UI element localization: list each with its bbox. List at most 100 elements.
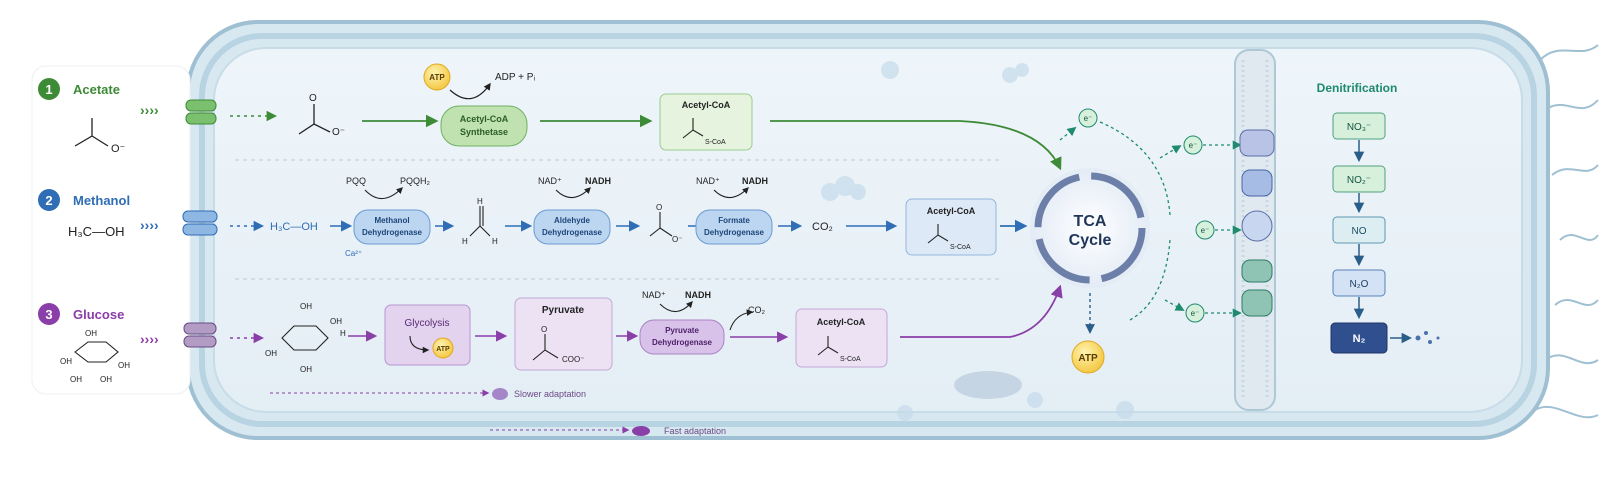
- glucose-oh2: OH: [330, 317, 342, 326]
- snail-icon: [492, 388, 508, 400]
- acetate-o-minus: O⁻: [111, 143, 126, 155]
- glycolysis-atp-badge: [432, 337, 454, 359]
- glucose-acetyl-coa-box: [795, 308, 888, 368]
- methanol-row: 2 Methanol H₃C—OH ›››› H₃C—OH PQQ PQQH₂ …: [38, 176, 1028, 258]
- complex-1: [1239, 129, 1275, 157]
- formate-o: O: [656, 203, 662, 212]
- no3-box: [1332, 112, 1386, 140]
- acetate-acetyl-coa-box: [659, 93, 753, 151]
- pdh-nad-label: NAD⁺: [642, 290, 666, 300]
- no-label: NO: [1352, 226, 1367, 237]
- acetate-number-badge: [38, 78, 60, 100]
- pyruvate-structure: [532, 334, 559, 361]
- electron-badge-2: [1183, 135, 1203, 155]
- glucose-card-oh2: OH: [60, 357, 72, 366]
- formaldehyde-h-top: H: [477, 197, 483, 206]
- pyruvate-coo: COO⁻: [562, 355, 584, 364]
- methanol-substrate: H₃C—OH: [270, 221, 318, 233]
- glucose-number: 3: [45, 307, 52, 322]
- electron-badge-4: [1185, 303, 1205, 323]
- glucose-oh4: OH: [300, 365, 312, 374]
- acetate-scoa-label: S-CoA: [705, 139, 726, 146]
- pqq-label: PQQ: [346, 176, 366, 186]
- glucose-transporter: [183, 322, 217, 348]
- acetate-arrow-to-tca: [770, 120, 1062, 171]
- pdh-nadh-label: NADH: [685, 290, 711, 300]
- glucose-card-oh5: OH: [100, 375, 112, 384]
- formate-dehydrogenase-node: [695, 209, 773, 245]
- methanol-acetyl-coa-box: [905, 198, 997, 256]
- formaldehyde-h-right: H: [492, 237, 498, 246]
- tca-atp-label: ATP: [1078, 353, 1098, 364]
- electron-label-1: e⁻: [1084, 114, 1093, 123]
- methanol-acetyl-coa-structure: [927, 224, 949, 244]
- acetate-uptake-chevrons: ››››: [140, 102, 159, 118]
- pqqh2-label: PQQH₂: [400, 176, 431, 186]
- methanol-dehydrogenase-node: [353, 209, 431, 245]
- fdh-nad-arrow: [713, 187, 749, 199]
- methanol-uptake-chevrons: ››››: [140, 217, 159, 233]
- aldehyde-dehydrogenase-node: [533, 209, 611, 245]
- slow-adaptation-label: Slower adaptation: [514, 389, 586, 399]
- complex-3: [1241, 210, 1273, 242]
- no-box: [1332, 216, 1386, 244]
- glucose-h: H: [340, 329, 346, 338]
- acetate-o: O: [309, 93, 317, 104]
- glucose-uptake-chevrons: ››››: [140, 331, 159, 347]
- fdh-nadh-label: NADH: [742, 176, 768, 186]
- denitrification-title: Denitrification: [1317, 81, 1398, 95]
- mdh-line1: Methanol: [374, 216, 409, 225]
- glucose-acetyl-coa-label: Acetyl-CoA: [817, 317, 866, 327]
- electron-path-main: [1099, 121, 1171, 216]
- glucose-card-oh1: OH: [85, 329, 97, 338]
- pyruvate-label: Pyruvate: [542, 305, 585, 316]
- glucose-card-oh3: OH: [118, 361, 130, 370]
- no3-label: NO₃⁻: [1347, 122, 1371, 133]
- glucose-oh1: OH: [300, 302, 312, 311]
- aldh-nadh-label: NADH: [585, 176, 611, 186]
- pdh-line1: Pyruvate: [665, 326, 699, 335]
- pyruvate-o: O: [541, 325, 547, 334]
- methanol-formula-card: H₃C—OH: [68, 224, 125, 239]
- denitrification-pathway: Denitrification NO₃⁻ NO₂⁻ NO N₂O N₂: [1317, 81, 1440, 354]
- electron-label-2: e⁻: [1189, 141, 1198, 150]
- fdh-line2: Dehydrogenase: [704, 228, 765, 237]
- glycolysis-label: Glycolysis: [404, 318, 449, 329]
- glucose-scoa-label: S-CoA: [840, 356, 861, 363]
- pyruvate-box: [514, 297, 613, 371]
- acetate-row: 1 Acetate O⁻ ›››› O O⁻ ATP ADP + Pᵢ Acet…: [38, 63, 1062, 171]
- membrane-complexes: [1239, 129, 1275, 317]
- cytoplasm-granules: [821, 61, 1134, 421]
- acetate-acetyl-coa-structure: [682, 118, 704, 139]
- tca-atp-badge: [1071, 340, 1105, 374]
- complex-2: [1241, 169, 1273, 197]
- pdh-nad-arrow: [659, 301, 693, 313]
- acetate-atp-arrow: [449, 82, 491, 100]
- formaldehyde-h-left: H: [462, 237, 468, 246]
- acetate-structure-inside: [298, 104, 331, 135]
- fdh-nad-label: NAD⁺: [696, 176, 720, 186]
- acetate-transporter: [185, 99, 217, 125]
- pdh-co2-arrow: [729, 309, 754, 331]
- acetate-adp-label: ADP + Pᵢ: [495, 72, 535, 83]
- acetate-atp-badge: [423, 63, 451, 91]
- tca-cycle-disc: [1030, 168, 1150, 288]
- glucose-oh3: OH: [265, 349, 277, 358]
- acetate-number: 1: [45, 82, 52, 97]
- formate-o-minus: O⁻: [672, 235, 682, 244]
- glucose-ring-inside: [281, 325, 329, 351]
- acetyl-coa-synthetase-node: [440, 105, 528, 147]
- methanol-acetyl-coa-label: Acetyl-CoA: [927, 206, 976, 216]
- flagella: [1534, 44, 1599, 419]
- electron-badge-1: [1078, 108, 1098, 128]
- glucose-ring-card: [74, 341, 119, 363]
- pdh-co2: CO₂: [748, 305, 766, 315]
- aldh-line2: Dehydrogenase: [542, 228, 603, 237]
- n2-box: [1330, 322, 1388, 354]
- adaptation-notes: Slower adaptation Fast adaptation: [270, 388, 726, 436]
- methanol-scoa-label: S-CoA: [950, 244, 971, 251]
- formate-structure: [649, 212, 673, 237]
- electron-label-4: e⁻: [1191, 309, 1200, 318]
- tca-cycle: TCA Cycle ATP: [1030, 168, 1150, 374]
